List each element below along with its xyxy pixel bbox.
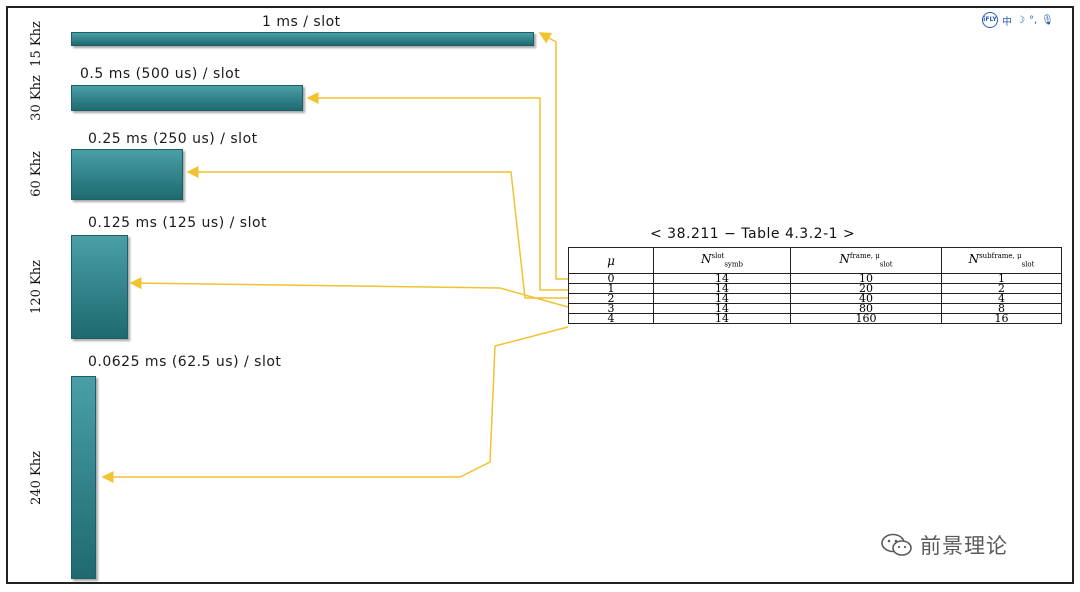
header-mu: μ [568, 247, 654, 274]
table-title: < 38.211 − Table 4.3.2-1 > [650, 226, 856, 242]
numerology-table: μ Nslotsymb Nframe, μslot Nsubframe, μsl… [568, 247, 1062, 324]
watermark: 前景理论 [880, 530, 1008, 560]
table-row: 0 14 10 1 [568, 273, 1062, 284]
diagram-frame [6, 6, 1074, 584]
ifly-logo-icon[interactable]: iFLY [982, 12, 998, 28]
table-header-row: μ Nslotsymb Nframe, μslot Nsubframe, μsl… [568, 247, 1062, 274]
slot-label-60khz: 0.25 ms (250 us) / slot [88, 131, 258, 147]
watermark-text: 前景理论 [920, 534, 1008, 558]
table-cell: 160 [790, 313, 942, 324]
ime-toolbar[interactable]: iFLY 中 ☽ °, 🎙 [982, 12, 1054, 28]
header-frame-slot: Nframe, μslot [790, 247, 942, 274]
slot-bar-240khz [71, 376, 96, 579]
freq-label-120khz: 120 Khz [29, 260, 44, 314]
freq-label-30khz: 30 Khz [29, 75, 44, 121]
header-symb: Nslotsymb [653, 247, 791, 274]
slot-bar-60khz [71, 149, 183, 200]
table-row: 3 14 80 8 [568, 303, 1062, 314]
microphone-icon[interactable]: 🎙 [1041, 14, 1054, 26]
slot-label-30khz: 0.5 ms (500 us) / slot [80, 66, 241, 82]
wechat-icon [881, 533, 912, 556]
table-row: 1 14 20 2 [568, 283, 1062, 294]
ime-chinese-toggle[interactable]: 中 [1002, 16, 1012, 28]
moon-icon[interactable]: ☽ [1016, 14, 1025, 26]
table-row: 2 14 40 4 [568, 293, 1062, 304]
punctuation-icon[interactable]: °, [1028, 14, 1038, 26]
slot-label-240khz: 0.0625 ms (62.5 us) / slot [88, 354, 282, 370]
slot-label-15khz: 1 ms / slot [262, 14, 341, 30]
slot-bar-15khz [71, 32, 534, 46]
table-cell: 4 [568, 313, 654, 324]
table-cell: 14 [653, 313, 791, 324]
slot-label-120khz: 0.125 ms (125 us) / slot [88, 215, 268, 231]
slot-bar-120khz [71, 235, 128, 339]
table-row: 4 14 160 16 [568, 313, 1062, 324]
table-cell: 16 [941, 313, 1062, 324]
freq-label-60khz: 60 Khz [29, 151, 44, 197]
slot-bar-30khz [71, 85, 303, 111]
header-subframe-slot: Nsubframe, μslot [941, 247, 1062, 274]
freq-label-240khz: 240 Khz [29, 451, 44, 505]
